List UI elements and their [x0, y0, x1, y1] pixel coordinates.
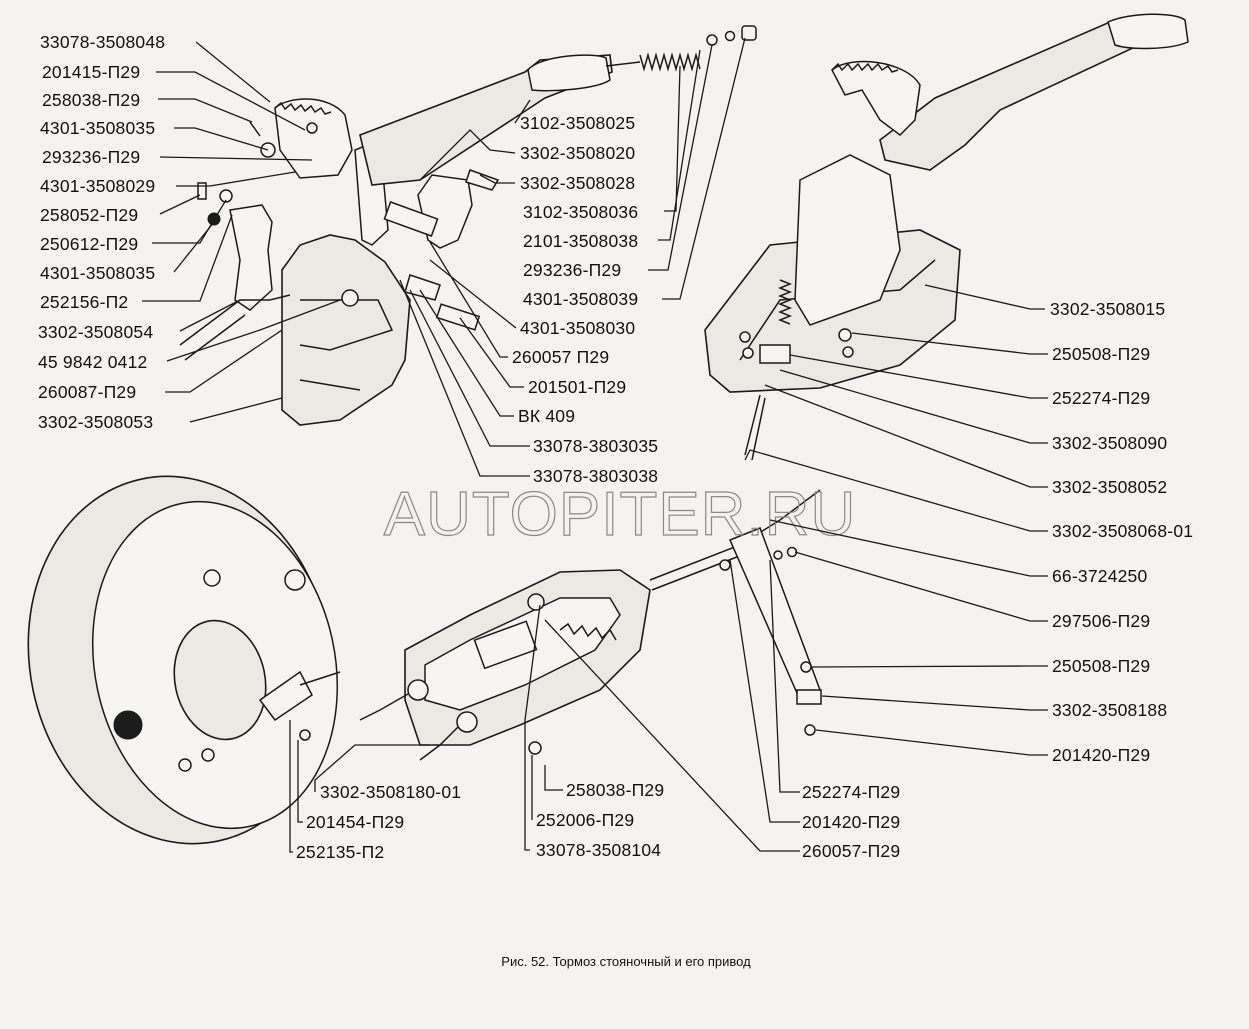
label-left-1: 33078-3508048	[40, 32, 165, 52]
label-center-5: 2101-3508038	[523, 231, 638, 251]
label-left-7: 258052-П29	[40, 205, 138, 225]
label-left-8: 250612-П29	[40, 234, 138, 254]
label-left-5: 293236-П29	[42, 147, 140, 167]
equalizer-housing	[299, 489, 822, 761]
label-center-11: ВК 409	[518, 406, 575, 426]
label-bottom-1: 3302-3508180-01	[320, 782, 461, 802]
label-bottom-9: 260057-П29	[802, 841, 900, 861]
label-right-4: 3302-3508090	[1052, 433, 1167, 453]
label-center-12: 33078-3803035	[533, 436, 658, 456]
label-right-8: 297506-П29	[1052, 611, 1150, 631]
label-center-6: 293236-П29	[523, 260, 621, 280]
label-left-12: 45 9842 0412	[38, 352, 147, 372]
label-bottom-2: 201454-П29	[306, 812, 404, 832]
label-center-9: 260057 П29	[512, 347, 609, 367]
labels-center-top: 3102-3508025 3302-3508020 3302-3508028 3…	[512, 113, 658, 486]
label-bottom-8: 201420-П29	[802, 812, 900, 832]
label-center-3: 3302-3508028	[520, 173, 635, 193]
label-center-7: 4301-3508039	[523, 289, 638, 309]
label-left-10: 252156-П2	[40, 292, 128, 312]
label-left-2: 201415-П29	[42, 62, 140, 82]
label-right-6: 3302-3508068-01	[1052, 521, 1193, 541]
label-bottom-5: 252006-П29	[536, 810, 634, 830]
watermark: AUTOPITER.RU	[384, 480, 856, 549]
label-left-6: 4301-3508029	[40, 176, 155, 196]
brake-drum	[27, 475, 341, 845]
labels-bottom: 3302-3508180-01 201454-П29 252135-П2 258…	[296, 780, 900, 862]
labels-left-top: 33078-3508048 201415-П29 258038-П29 4301…	[38, 32, 165, 432]
label-right-1: 3302-3508015	[1050, 299, 1165, 319]
label-bottom-7: 252274-П29	[802, 782, 900, 802]
label-right-5: 3302-3508052	[1052, 477, 1167, 497]
label-left-14: 3302-3508053	[38, 412, 153, 432]
label-right-11: 201420-П29	[1052, 745, 1150, 765]
label-right-2: 250508-П29	[1052, 344, 1150, 364]
label-right-3: 252274-П29	[1052, 388, 1150, 408]
figure-caption: Рис. 52. Тормоз стояночный и его привод	[501, 954, 751, 969]
label-center-10: 201501-П29	[528, 377, 626, 397]
label-bottom-3: 252135-П2	[296, 842, 384, 862]
label-center-13: 33078-3803038	[533, 466, 658, 486]
label-center-4: 3102-3508036	[523, 202, 638, 222]
label-center-2: 3302-3508020	[520, 143, 635, 163]
label-left-13: 260087-П29	[38, 382, 136, 402]
label-left-4: 4301-3508035	[40, 118, 155, 138]
label-center-8: 4301-3508030	[520, 318, 635, 338]
label-bottom-4: 258038-П29	[566, 780, 664, 800]
label-center-1: 3102-3508025	[520, 113, 635, 133]
label-left-9: 4301-3508035	[40, 263, 155, 283]
lever-assembly-left	[179, 25, 757, 426]
label-left-11: 3302-3508054	[38, 322, 153, 342]
label-right-10: 3302-3508188	[1052, 700, 1167, 720]
label-right-9: 250508-П29	[1052, 656, 1150, 676]
label-right-7: 66-3724250	[1052, 566, 1147, 586]
label-bottom-6: 33078-3508104	[536, 840, 661, 860]
label-left-3: 258038-П29	[42, 90, 140, 110]
labels-right: 3302-3508015 250508-П29 252274-П29 3302-…	[1050, 299, 1193, 765]
lever-assembly-right	[704, 13, 1189, 461]
leader-lines	[142, 37, 1048, 853]
